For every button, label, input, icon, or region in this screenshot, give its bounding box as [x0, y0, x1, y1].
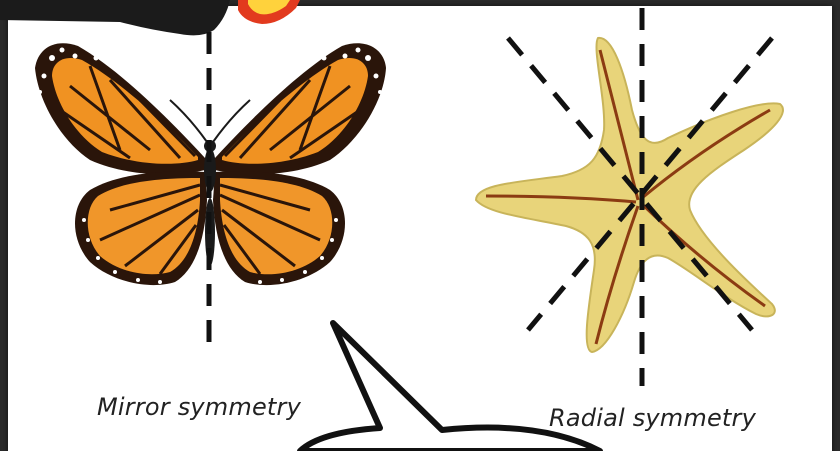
top-badge-icon — [0, 0, 300, 35]
starfish-icon — [476, 38, 783, 352]
mirror-symmetry-caption: Mirror symmetry — [97, 393, 301, 421]
radial-symmetry-caption: Radial symmetry — [549, 404, 756, 432]
